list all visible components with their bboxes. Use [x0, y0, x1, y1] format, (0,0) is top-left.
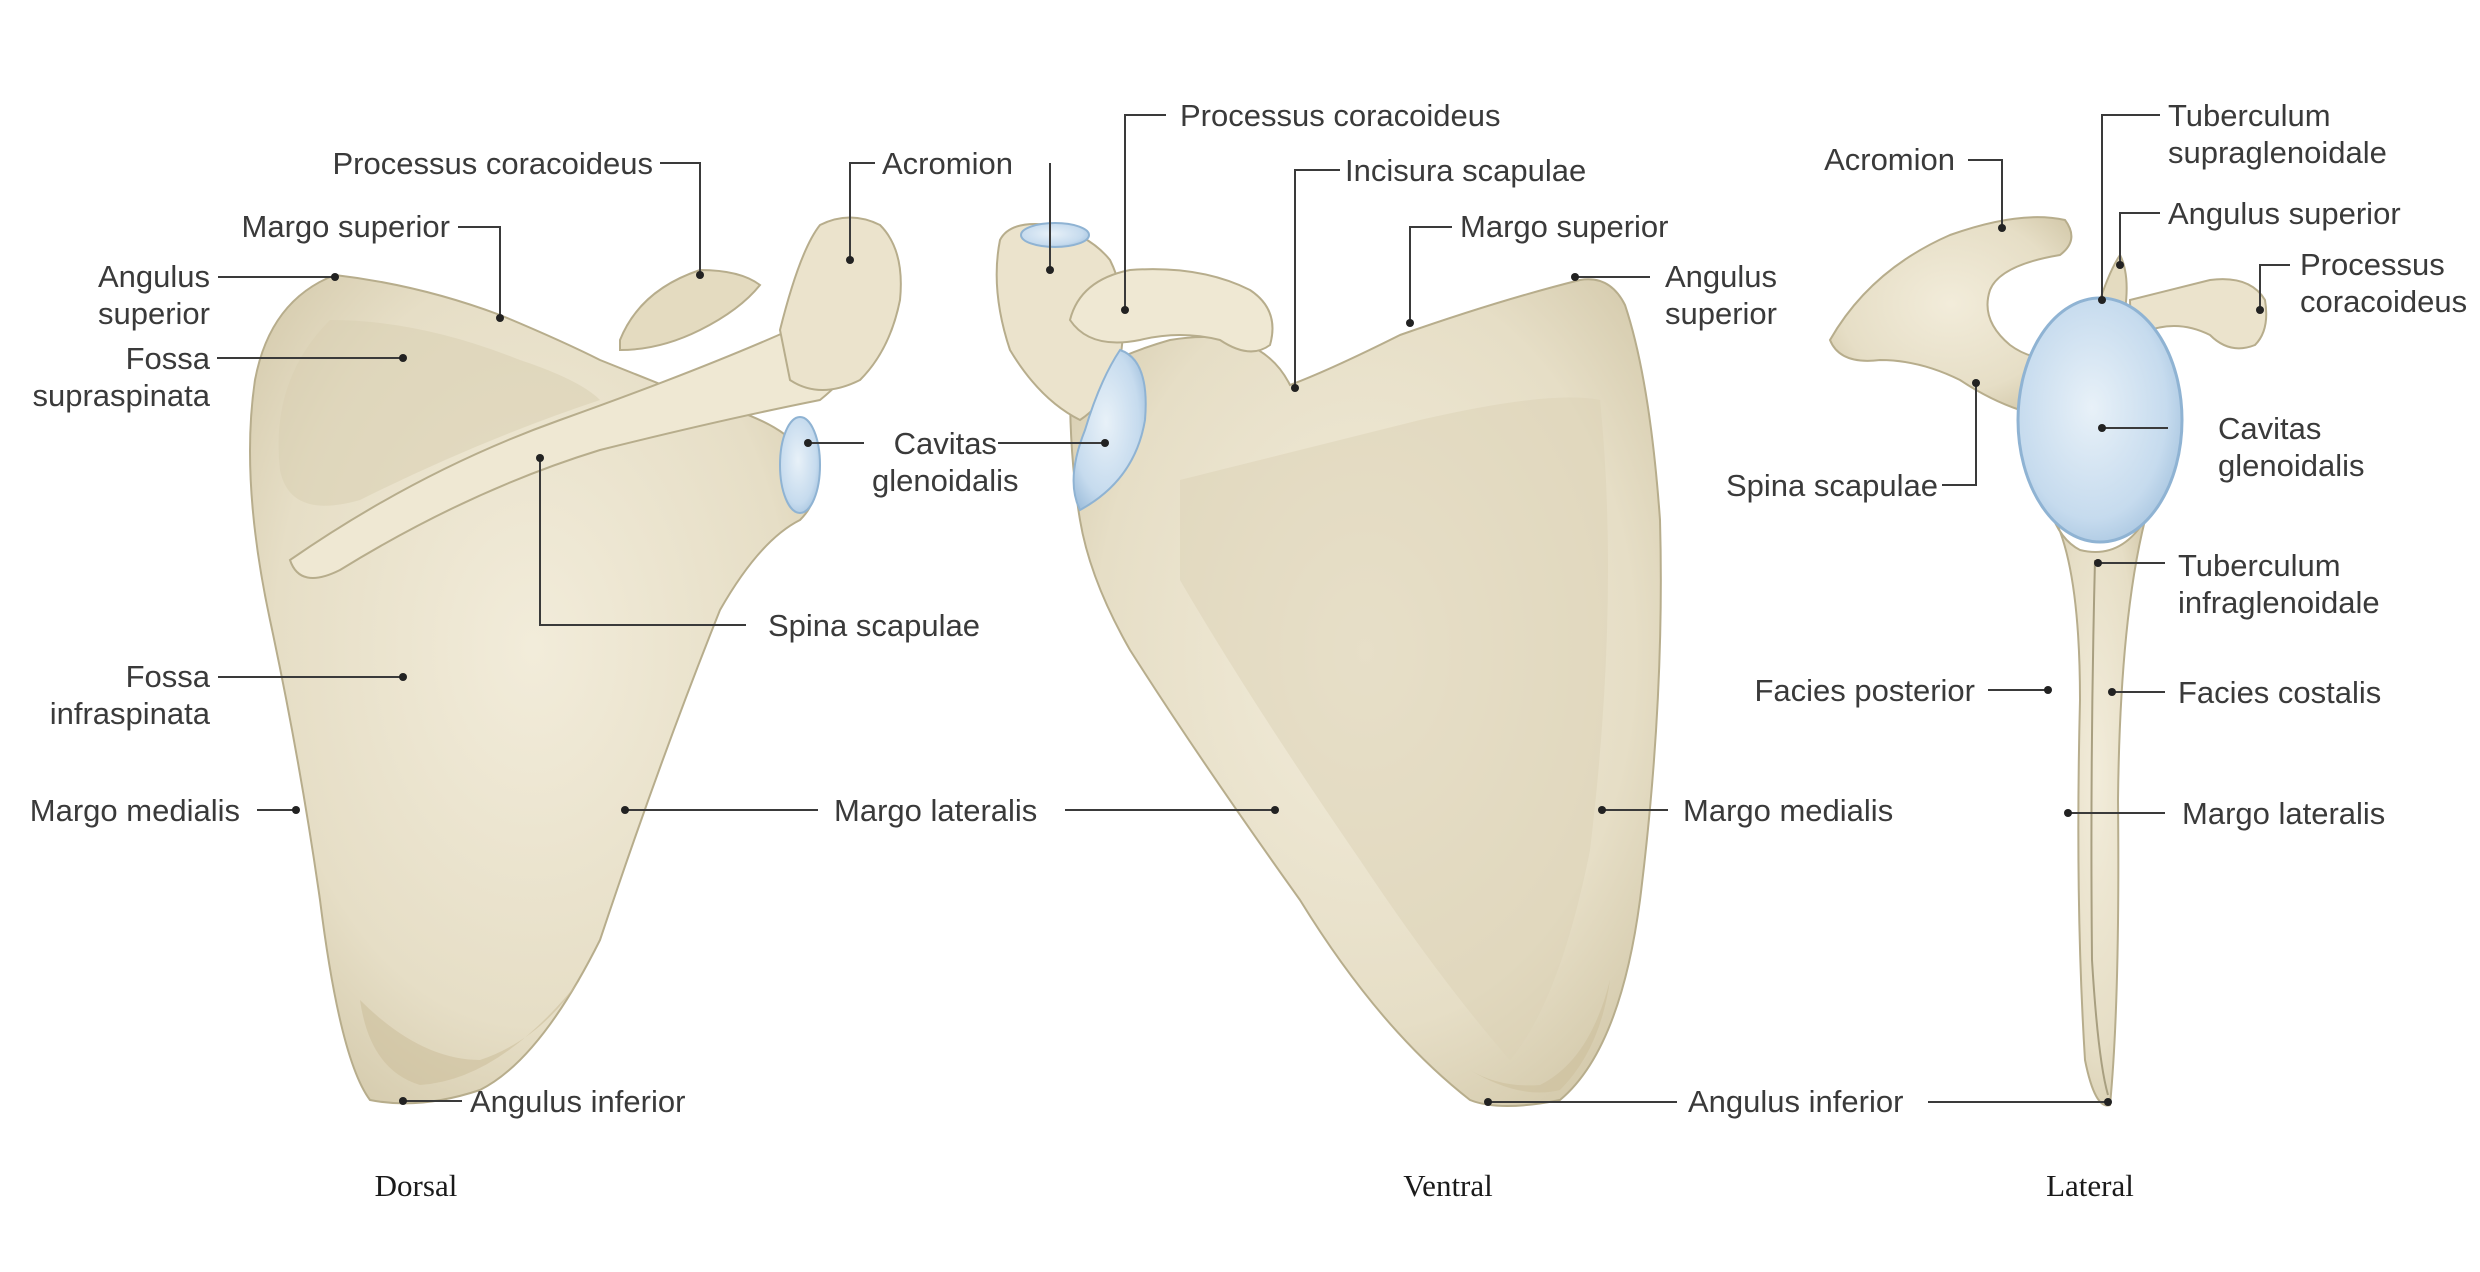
- lateral-body: [2049, 509, 2146, 1107]
- lateral-label-cavitas-glenoidalis-line2: glenoidalis: [2218, 448, 2365, 483]
- lateral-shaft-line: [2090, 559, 2109, 1096]
- lateral-label-angulus-superior: Angulus superior: [2168, 196, 2401, 231]
- ventral-label-angulus-superior-line1: Angulus: [1665, 259, 1778, 294]
- ventral-lower-shade: [1470, 980, 1610, 1093]
- ventral-scapula: [995, 222, 1662, 1107]
- dorsal-label-acromion: Acromion: [882, 146, 1013, 181]
- lateral-label-facies-posterior: Facies posterior: [1754, 673, 1975, 708]
- lateral-label-cavitas-glenoidalis-line1: Cavitas: [2218, 411, 2322, 446]
- lateral-label-processus-coracoideus: Processus coracoideus: [2300, 246, 2467, 320]
- view-title-lateral: Lateral: [2046, 1168, 2134, 1203]
- lateral-label-processus-coracoideus-line2: coracoideus: [2300, 284, 2468, 319]
- lateral-label-tuberculum-supraglenoidale-line1: Tuberculum: [2168, 98, 2331, 133]
- dorsal-label-angulus-superior-line2: superior: [98, 296, 210, 331]
- ventral-label-angulus-superior: Angulus superior: [1665, 258, 1777, 332]
- dorsal-label-fossa-infraspinata: Fossa infraspinata: [50, 658, 210, 732]
- ventral-label-angulus-superior-line2: superior: [1665, 296, 1777, 331]
- ventral-fossa-shade: [1180, 397, 1608, 1060]
- dorsal-coracoid: [619, 268, 762, 352]
- view-title-ventral: Ventral: [1403, 1168, 1493, 1203]
- label-margo-lateralis: Margo lateralis: [834, 793, 1038, 828]
- lateral-label-facies-costalis: Facies costalis: [2178, 675, 2382, 710]
- dorsal-label-angulus-inferior: Angulus inferior: [470, 1084, 686, 1119]
- lateral-label-acromion: Acromion: [1824, 142, 1955, 177]
- dorsal-label-cavitas-glenoidalis: Cavitas glenoidalis: [872, 425, 1019, 499]
- dorsal-label-margo-medialis: Margo medialis: [29, 793, 240, 828]
- lateral-label-tuberculum-infraglenoidale: Tuberculum infraglenoidale: [2178, 547, 2380, 621]
- dorsal-label-angulus-superior: Angulus superior: [98, 258, 210, 332]
- dorsal-lower-shade: [360, 980, 580, 1085]
- dorsal-label-fossa-supraspinata: Fossa supraspinata: [32, 340, 210, 414]
- dorsal-label-fossa-supraspinata-line1: Fossa: [125, 341, 210, 376]
- ventral-label-margo-superior: Margo superior: [1460, 209, 1669, 244]
- lateral-scapula: [1828, 216, 2268, 1107]
- dorsal-label-fossa-infraspinata-line1: Fossa: [125, 659, 210, 694]
- dorsal-supraspinous-fossa: [278, 320, 600, 506]
- dorsal-glenoid: [779, 416, 821, 514]
- dorsal-label-angulus-superior-line1: Angulus: [97, 259, 210, 294]
- dorsal-label-processus-coracoideus: Processus coracoideus: [332, 146, 654, 181]
- dorsal-acromion: [778, 216, 902, 391]
- lateral-label-margo-lateralis: Margo lateralis: [2182, 796, 2386, 831]
- view-title-dorsal: Dorsal: [374, 1168, 458, 1203]
- ventral-label-margo-medialis: Margo medialis: [1683, 793, 1894, 828]
- lateral-label-spina-scapulae: Spina scapulae: [1726, 468, 1938, 503]
- lateral-label-tuberculum-infraglenoidale-line1: Tuberculum: [2178, 548, 2341, 583]
- dorsal-label-cavitas-glenoidalis-line2: glenoidalis: [872, 463, 1019, 498]
- dorsal-label-fossa-supraspinata-line2: supraspinata: [32, 378, 210, 413]
- lateral-glenoid: [2016, 296, 2184, 544]
- dorsal-label-fossa-infraspinata-line2: infraspinata: [49, 696, 210, 731]
- dorsal-label-spina-scapulae: Spina scapulae: [768, 608, 980, 643]
- leader-lines: [217, 114, 2290, 1106]
- dorsal-label-cavitas-glenoidalis-line1: Cavitas: [893, 426, 997, 461]
- lateral-label-tuberculum-supraglenoidale-line2: supraglenoidale: [2168, 135, 2387, 170]
- ventral-label-processus-coracoideus: Processus coracoideus: [1180, 98, 1501, 133]
- ventral-glenoid: [1072, 348, 1147, 512]
- ventral-label-angulus-inferior: Angulus inferior: [1688, 1084, 1904, 1119]
- dorsal-scapula: [249, 216, 902, 1105]
- lateral-label-cavitas-glenoidalis: Cavitas glenoidalis: [2218, 410, 2365, 484]
- lateral-label-tuberculum-supraglenoidale: Tuberculum supraglenoidale: [2168, 97, 2387, 171]
- lateral-label-processus-coracoideus-line1: Processus: [2300, 247, 2445, 282]
- lateral-acromion: [1828, 216, 2073, 412]
- ventral-acromion-cartilage: [1020, 222, 1090, 248]
- ventral-coracoid: [1068, 268, 1274, 353]
- dorsal-label-margo-superior: Margo superior: [241, 209, 450, 244]
- ventral-label-incisura-scapulae: Incisura scapulae: [1345, 153, 1587, 188]
- lateral-label-tuberculum-infraglenoidale-line2: infraglenoidale: [2178, 585, 2380, 620]
